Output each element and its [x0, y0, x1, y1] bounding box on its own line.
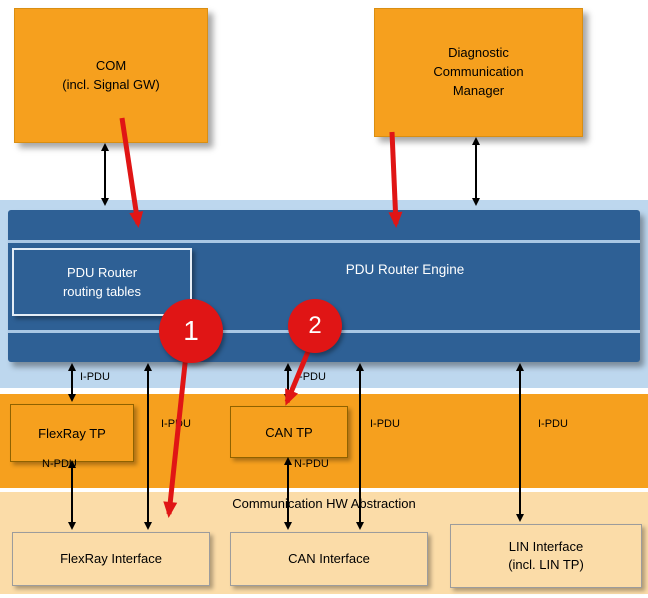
- ipdu-label: I-PDU: [370, 418, 400, 430]
- flexray-tp-label: FlexRay TP: [38, 425, 106, 441]
- com-module-box: COM (incl. Signal GW): [14, 8, 208, 143]
- dcm-label: Diagnostic Communication Manager: [433, 45, 524, 98]
- arrow-router-to-lin-interface-icon: [515, 363, 524, 522]
- ipdu-label: I-PDU: [538, 418, 568, 430]
- npdu-label: N-PDU: [294, 458, 329, 470]
- routing-tables-label: PDU Router routing tables: [62, 264, 142, 300]
- npdu-label: N-PDU: [42, 458, 77, 470]
- ipdu-label: I-PDU: [296, 371, 326, 383]
- pdu-router-engine-label: PDU Router Engine: [345, 262, 465, 277]
- arrow-router-to-can-tp-icon: [283, 363, 292, 402]
- flexray-interface-label: FlexRay Interface: [60, 550, 162, 566]
- arrow-com-to-router-icon: [100, 143, 109, 206]
- can-interface-label: CAN Interface: [288, 550, 370, 566]
- diagnostic-communication-manager-box: Diagnostic Communication Manager: [374, 8, 583, 137]
- pdu-router-routing-tables-box: PDU Router routing tables: [12, 248, 192, 316]
- arrow-router-to-can-interface-icon: [355, 363, 364, 530]
- arrow-router-to-flexray-tp-icon: [67, 363, 76, 402]
- arrow-flexray-tp-to-interface-icon: [67, 460, 76, 530]
- flexray-tp-box: FlexRay TP: [10, 404, 134, 462]
- com-module-label: COM (incl. Signal GW): [62, 57, 160, 92]
- can-interface-box: CAN Interface: [230, 532, 428, 586]
- marker-circle-2: 2: [288, 299, 342, 353]
- lin-interface-label: LIN Interface (incl. LIN TP): [508, 538, 584, 572]
- can-tp-box: CAN TP: [230, 406, 348, 458]
- lin-interface-box: LIN Interface (incl. LIN TP): [450, 524, 642, 588]
- can-tp-label: CAN TP: [265, 424, 313, 440]
- arrow-can-tp-to-interface-icon: [283, 457, 292, 530]
- marker-circle-1: 1: [159, 299, 223, 363]
- ipdu-label: I-PDU: [161, 418, 191, 430]
- arrow-router-to-flexray-interface-icon: [143, 363, 152, 530]
- flexray-interface-box: FlexRay Interface: [12, 532, 210, 586]
- arrow-dcm-to-router-icon: [471, 137, 480, 206]
- ipdu-label: I-PDU: [80, 371, 110, 383]
- marker-2-number: 2: [308, 312, 322, 339]
- router-divider-top: [8, 240, 640, 243]
- hw-abstraction-title: Communication HW Abstraction: [232, 496, 416, 511]
- marker-1-number: 1: [183, 315, 199, 346]
